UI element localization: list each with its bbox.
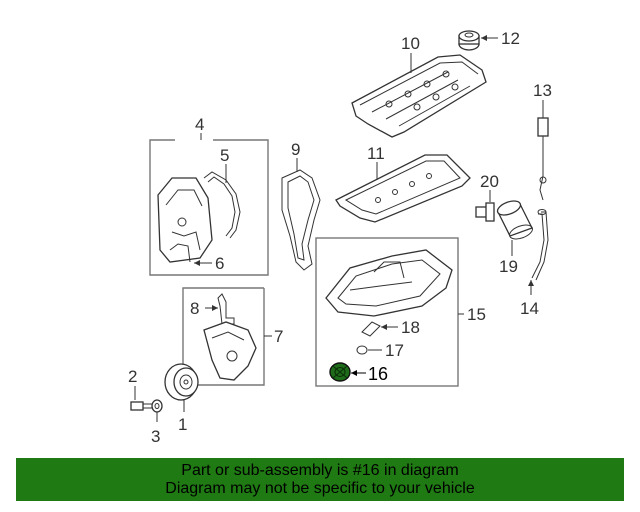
callout-8: 8 <box>190 299 199 318</box>
banner-line-1: Part or sub-assembly is #16 in diagram <box>181 461 459 479</box>
oil-pan-part[interactable] <box>325 249 453 317</box>
callout-17: 17 <box>385 341 404 360</box>
oil-pan-box <box>315 237 459 387</box>
callout-6: 6 <box>215 254 224 273</box>
dipstick-tube-part[interactable] <box>531 209 549 281</box>
callout-18: 18 <box>401 318 420 337</box>
callout-4: 4 <box>195 115 204 134</box>
timing-cover-seal-part[interactable] <box>203 171 241 239</box>
parts-diagram: 1 2 3 4 5 6 7 8 9 10 11 12 13 14 15 16 1… <box>128 29 552 446</box>
valve-cover-part[interactable] <box>351 54 487 138</box>
timing-cover-part[interactable] <box>157 177 213 263</box>
callout-2: 2 <box>128 367 137 386</box>
oil-pressure-switch-part[interactable] <box>475 202 495 222</box>
part-info-banner: Part or sub-assembly is #16 in diagram D… <box>16 458 624 501</box>
drain-plug-o-ring-part[interactable] <box>356 345 368 355</box>
oil-filter-part[interactable] <box>496 198 535 241</box>
callout-13: 13 <box>533 81 552 100</box>
callout-14: 14 <box>520 299 539 318</box>
callout-9: 9 <box>291 140 300 159</box>
oil-filler-cap-part[interactable] <box>458 30 480 51</box>
callout-10: 10 <box>401 34 420 53</box>
callout-7: 7 <box>274 327 283 346</box>
callout-12: 12 <box>501 29 520 48</box>
callout-20: 20 <box>480 172 499 191</box>
pulley-washer-part[interactable] <box>151 399 163 413</box>
crankshaft-pulley-part[interactable] <box>164 363 199 401</box>
lower-timing-cover-part[interactable] <box>203 321 257 381</box>
callout-16: 16 <box>368 364 388 384</box>
timing-cover-box <box>149 139 269 276</box>
bracket-part[interactable] <box>217 293 235 325</box>
callout-11: 11 <box>367 144 385 163</box>
valve-cover-gasket-part[interactable] <box>335 154 471 223</box>
timing-gasket-part[interactable] <box>169 243 191 263</box>
callout-5: 5 <box>220 146 229 165</box>
timing-belt-part[interactable] <box>281 169 321 271</box>
callout-1: 1 <box>178 415 187 434</box>
callout-19: 19 <box>499 257 518 276</box>
callout-3: 3 <box>151 427 160 446</box>
oil-pan-seal-part[interactable] <box>361 321 381 337</box>
callout-15: 15 <box>467 305 486 324</box>
banner-line-2: Diagram may not be specific to your vehi… <box>165 479 475 497</box>
highlighted-part-16[interactable] <box>329 362 351 382</box>
dipstick-part[interactable] <box>537 117 549 201</box>
